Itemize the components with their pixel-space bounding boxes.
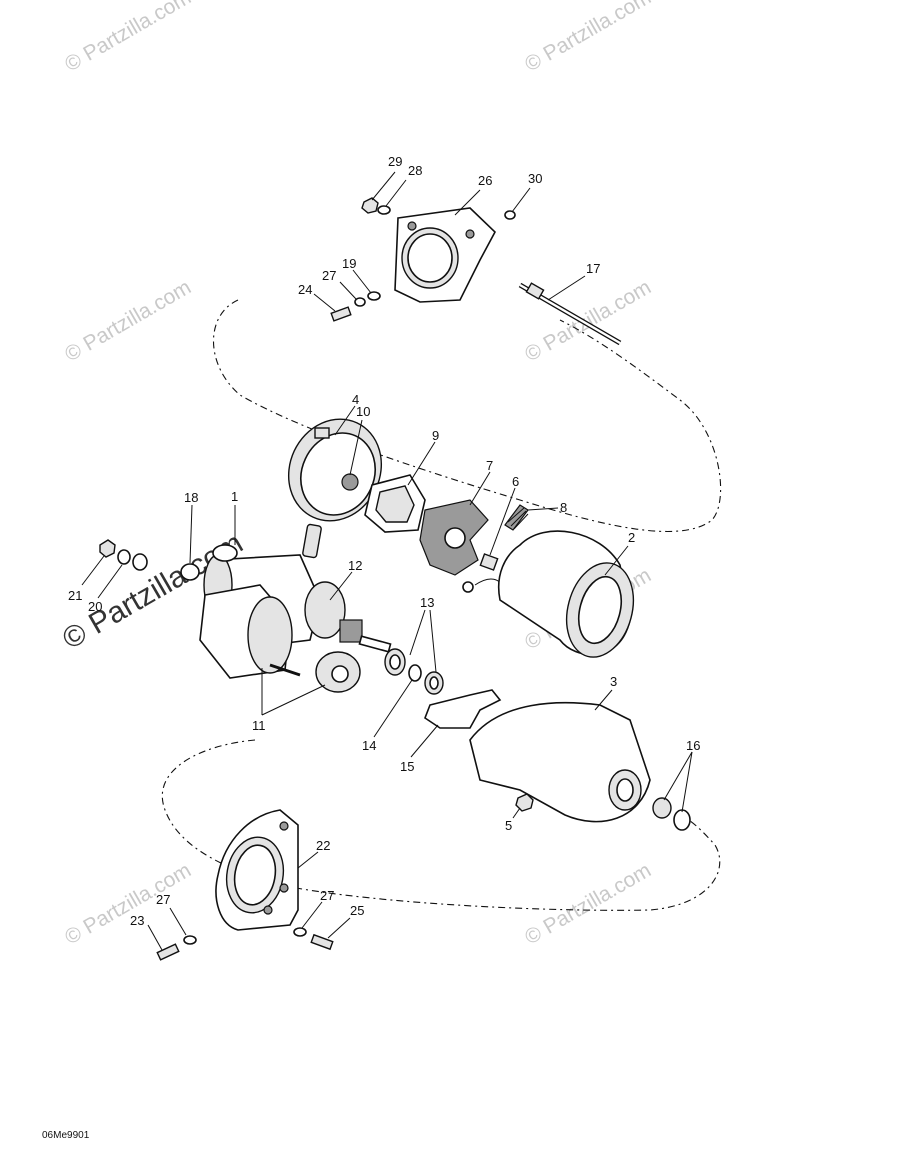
brush-6	[462, 553, 506, 593]
callout-label: 2	[628, 530, 635, 545]
watermark-text: © Partzilla.com	[521, 859, 655, 950]
washer-18	[132, 553, 200, 581]
mounting-bracket-top	[394, 207, 496, 303]
upper-assembly-loop	[212, 299, 722, 533]
callout-label: 30	[528, 171, 542, 186]
drive-pinion-12	[304, 581, 392, 653]
callout-label: 20	[88, 599, 102, 614]
callout-label: 16	[686, 738, 700, 753]
solenoid-11	[199, 584, 361, 693]
washer-14	[408, 664, 422, 682]
washer-27-left	[183, 935, 197, 945]
callout-label: 26	[478, 173, 492, 188]
callout-label: 17	[586, 261, 600, 276]
drive-housing-3	[469, 701, 651, 823]
callout-label: 10	[356, 404, 370, 419]
callout-label: 12	[348, 558, 362, 573]
callout-label: 1	[231, 489, 238, 504]
callout-label: 11	[252, 718, 266, 733]
callout-label: 27	[322, 268, 336, 283]
mounting-bracket-bottom	[215, 809, 299, 931]
through-bolt-17	[518, 282, 622, 346]
brush-plate-9	[364, 474, 426, 533]
callout-label: 7	[486, 458, 493, 473]
leader-lines	[81, 171, 693, 951]
nut-5	[515, 793, 534, 812]
bolt-23	[156, 943, 180, 961]
shift-lever-15	[424, 689, 502, 729]
bearing-13	[384, 648, 406, 676]
washer-30	[504, 210, 516, 220]
callout-label: 14	[362, 738, 376, 753]
callout-label: 6	[512, 474, 519, 489]
nut-21	[99, 539, 116, 558]
washer-13b	[424, 671, 444, 695]
watermark-text: © Partzilla.com	[521, 0, 655, 76]
brush-holder-7	[419, 499, 489, 576]
watermark-text: © Partzilla.com	[61, 859, 195, 950]
bushing-16	[652, 797, 691, 831]
spring-8	[504, 504, 529, 531]
diagram-code: 06Me9901	[42, 1130, 90, 1141]
callout-label: 22	[316, 838, 330, 853]
callout-label: 27	[320, 888, 334, 903]
nut-29	[361, 197, 379, 214]
callout-label: 19	[342, 256, 356, 271]
callout-labels: 29 28 26 30 27 19 24 17 4 10 9 7 6 8 18 …	[68, 154, 700, 928]
callout-label: 24	[298, 282, 312, 297]
bolt-25	[310, 933, 334, 951]
callout-label: 4	[352, 392, 359, 407]
callout-label: 21	[68, 588, 82, 603]
callout-label: 13	[420, 595, 434, 610]
watermark-text: © Partzilla.com	[61, 0, 195, 76]
bolt-24	[330, 306, 352, 322]
callout-label: 28	[408, 163, 422, 178]
callout-label: 25	[350, 903, 364, 918]
lower-assembly-loop	[161, 739, 721, 911]
bushing-10	[302, 523, 322, 559]
callout-label: 15	[400, 759, 414, 774]
callout-label: 9	[432, 428, 439, 443]
washer-20	[117, 549, 131, 565]
field-housing-2	[497, 530, 635, 658]
callout-label: 27	[156, 892, 170, 907]
callout-label: 8	[560, 500, 567, 515]
end-cap-4	[287, 418, 383, 522]
washer-27-right	[293, 927, 307, 937]
washer-28	[377, 205, 391, 215]
washer-19	[367, 291, 381, 301]
callout-label: 29	[388, 154, 402, 169]
callout-label: 18	[184, 490, 198, 505]
callout-label: 3	[610, 674, 617, 689]
callout-label: 5	[505, 818, 512, 833]
watermark-text: © Partzilla.com	[61, 276, 195, 367]
washer-27-top	[354, 297, 366, 307]
callout-label: 23	[130, 913, 144, 928]
